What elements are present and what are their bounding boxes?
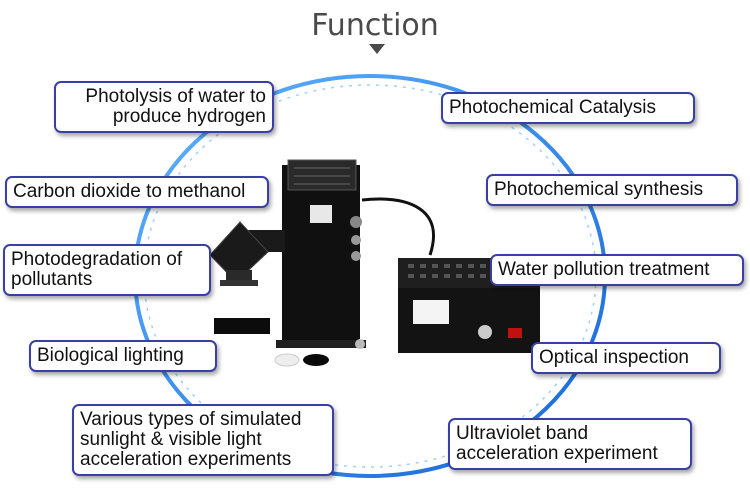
label-photodegradation: Photodegradation of pollutants	[3, 244, 211, 296]
label-photochemical-synthesis: Photochemical synthesis	[486, 174, 738, 206]
label-photochemical-catalysis: Photochemical Catalysis	[441, 92, 695, 124]
page-title: Function	[311, 8, 439, 43]
label-co2-methanol: Carbon dioxide to methanol	[5, 176, 269, 208]
label-ultraviolet-band: Ultraviolet band acceleration experiment	[448, 418, 692, 470]
label-optical-inspection: Optical inspection	[531, 342, 721, 374]
light-source-device	[209, 159, 540, 367]
label-photolysis-water: Photolysis of water to produce hydrogen	[54, 81, 274, 133]
label-water-pollution: Water pollution treatment	[490, 254, 744, 286]
label-biological-lighting: Biological lighting	[29, 340, 217, 372]
down-arrow-icon	[369, 44, 385, 54]
label-simulated-sunlight: Various types of simulated sunlight & vi…	[72, 404, 334, 476]
